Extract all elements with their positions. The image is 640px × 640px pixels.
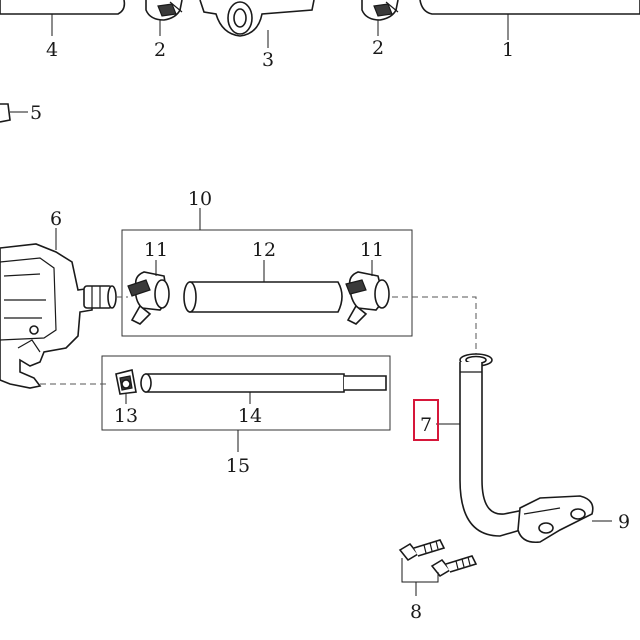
part-7-pipe [459, 353, 535, 537]
callout-8: 8 [410, 601, 422, 623]
part-14-hose [140, 373, 387, 393]
callout-12: 12 [252, 239, 276, 261]
group-box-15 [101, 355, 391, 431]
callout-11-right: 11 [360, 239, 384, 261]
part-1-hose [419, 0, 640, 15]
part-11-clamp-right [345, 271, 390, 325]
callout-2-left: 2 [154, 39, 166, 61]
callout-5: 5 [30, 102, 42, 124]
part-2-clamp-left [145, 0, 183, 21]
callout-13: 13 [114, 405, 138, 427]
part-11-clamp-left [127, 271, 170, 325]
part-4-hose [0, 0, 126, 15]
callout-15: 15 [226, 455, 250, 477]
part-8-stud-upper [398, 539, 446, 562]
callout-3: 3 [262, 49, 274, 71]
callout-11-left: 11 [144, 239, 168, 261]
part-12-tube [183, 281, 343, 313]
callout-7[interactable]: 7 [420, 414, 432, 436]
part-5-fitting [0, 103, 28, 123]
part-7-flange [517, 495, 594, 544]
highlight-box-7 [413, 399, 439, 441]
part-6-water-pump [0, 243, 117, 389]
group-box-10 [121, 229, 413, 337]
part-2-clamp-right [361, 0, 399, 21]
callout-6: 6 [50, 208, 62, 230]
callout-1: 1 [502, 39, 514, 61]
callout-9: 9 [618, 511, 630, 533]
part-13-clamp [115, 369, 137, 395]
callout-10: 10 [188, 188, 212, 210]
part-8-stud-lower [430, 555, 478, 578]
callout-2-right: 2 [372, 37, 384, 59]
part-3-coupler [199, 0, 315, 37]
callout-4: 4 [46, 39, 58, 61]
callout-14: 14 [238, 405, 262, 427]
